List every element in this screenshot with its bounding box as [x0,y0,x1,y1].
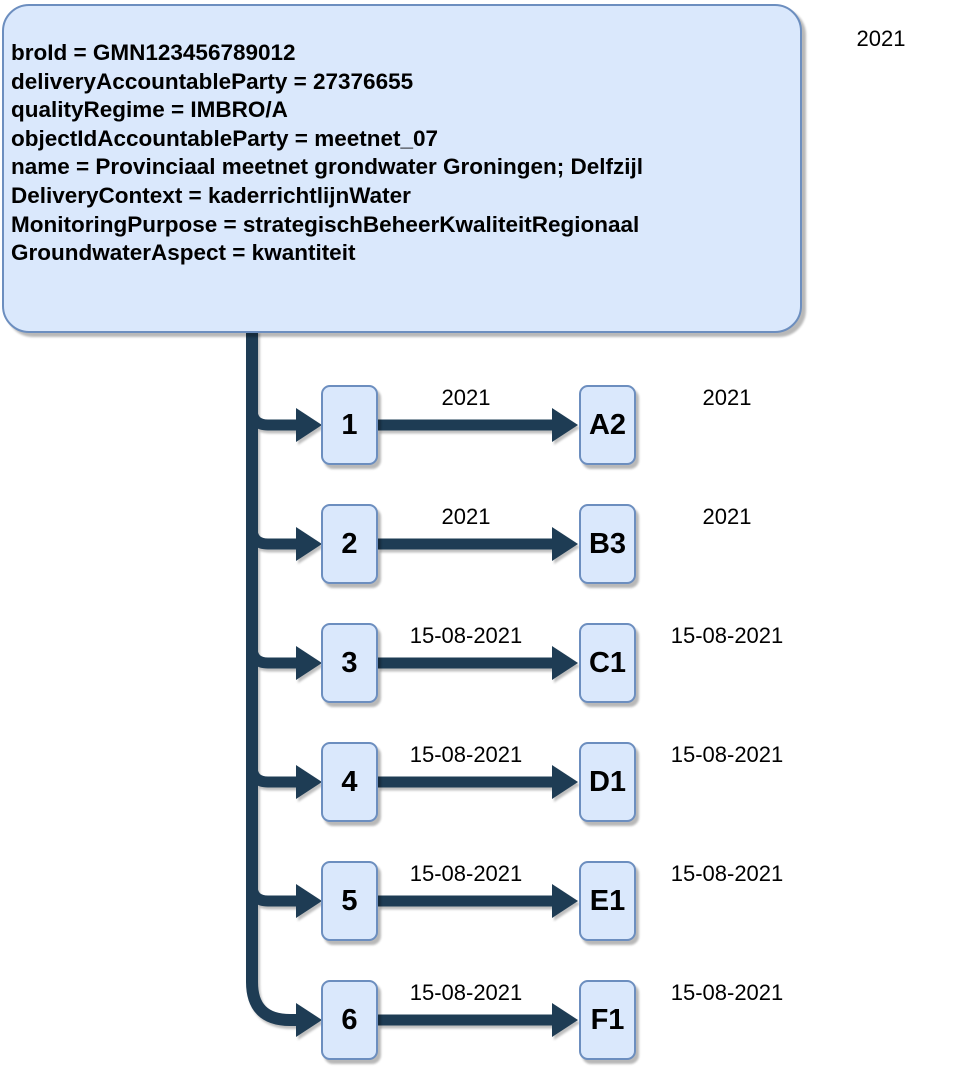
branch-arrowhead [296,527,322,561]
edge-date-label: 15-08-2021 [409,742,523,767]
measuring-point-row: 5 15-08-2021 E1 15-08-2021 [0,861,960,941]
row-date-label: 2021 [702,504,752,529]
order-node: 3 [321,623,378,703]
gmn-attribute-line: name = Provinciaal meetnet grondwater Gr… [11,154,644,180]
edge-arrowhead [552,646,578,680]
edge-date-label: 15-08-2021 [409,980,523,1005]
edge-arrowhead [552,1003,578,1037]
order-node: 5 [321,861,378,941]
branch-line [246,383,296,431]
edge-date-label: 2021 [441,504,491,529]
branch-line [246,502,296,550]
gmn-attribute-line: MonitoringPurpose = strategischBeheerKwa… [11,211,640,237]
row-date-label: 2021 [702,385,752,410]
measuring-point-row: 4 15-08-2021 D1 15-08-2021 [0,742,960,822]
point-node: E1 [579,861,636,941]
row-date-label: 15-08-2021 [670,742,784,767]
order-node: 1 [321,385,378,465]
branch-line [246,621,296,669]
branch-arrowhead [296,765,322,799]
branch-arrowhead [296,646,322,680]
measuring-point-row: 1 2021 A2 2021 [0,385,960,465]
measuring-point-row: 2 2021 B3 2021 [0,504,960,584]
point-node: F1 [579,980,636,1060]
order-node: 6 [321,980,378,1060]
gmn-attribute-line: DeliveryContext = kaderrichtlijnWater [11,182,411,208]
gmn-attribute-line: GroundwaterAspect = kwantiteit [11,240,356,266]
order-node: 2 [321,504,378,584]
point-node: A2 [579,385,636,465]
gmn-attribute-line: deliveryAccountableParty = 27376655 [11,68,414,94]
point-node: C1 [579,623,636,703]
gmn-attributes-box: broId = GMN123456789012 deliveryAccounta… [2,4,802,333]
edge-date-label: 15-08-2021 [409,623,523,648]
gmn-attribute-line: objectIdAccountableParty = meetnet_07 [11,125,439,151]
measuring-point-row: 3 15-08-2021 C1 15-08-2021 [0,623,960,703]
branch-arrowhead [296,1003,322,1037]
gmn-attribute-line: qualityRegime = IMBRO/A [11,97,288,123]
edge-arrowhead [552,884,578,918]
gmn-attribute-line: broId = GMN123456789012 [11,40,296,65]
trunk-line [246,330,296,1026]
branch-line [246,740,296,788]
branch-arrowhead [296,884,322,918]
row-date-label: 15-08-2021 [670,623,784,648]
row-date-label: 15-08-2021 [670,980,784,1005]
branch-arrowhead [296,408,322,442]
edge-arrowhead [552,765,578,799]
diagram-year-label: 2021 [856,26,906,51]
order-node: 4 [321,742,378,822]
branch-line [246,859,296,907]
edge-date-label: 15-08-2021 [409,861,523,886]
row-date-label: 15-08-2021 [670,861,784,886]
measuring-point-row: 6 15-08-2021 F1 15-08-2021 [0,980,960,1060]
edge-date-label: 2021 [441,385,491,410]
point-node: D1 [579,742,636,822]
edge-arrowhead [552,527,578,561]
point-node: B3 [579,504,636,584]
edge-arrowhead [552,408,578,442]
